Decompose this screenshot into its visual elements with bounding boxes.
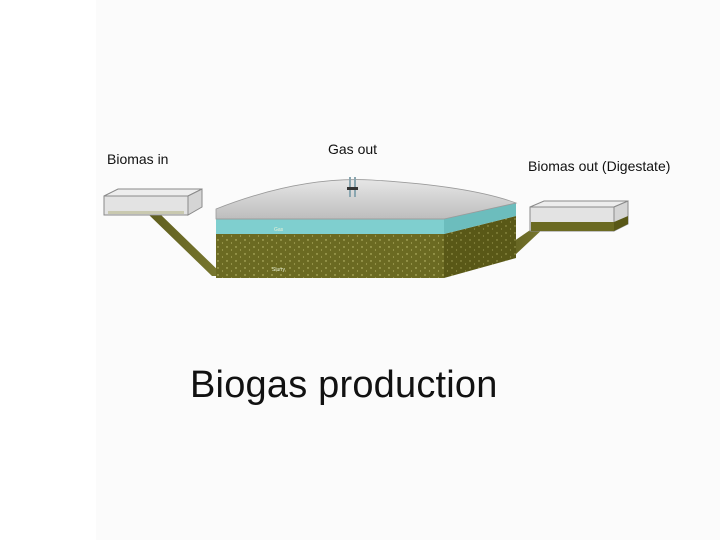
inlet-tank: [103, 188, 203, 216]
slide-title: Biogas production: [190, 364, 498, 406]
gas-valve: [347, 177, 358, 197]
biomass-out-label: Biomas out (Digestate): [528, 158, 671, 174]
gas-layer-label: Gas: [274, 227, 284, 233]
biomass-in-label: Biomas in: [107, 151, 169, 167]
digester-dome: [215, 179, 518, 220]
digester-tank: Gas Slurry: [215, 177, 518, 278]
gas-out-label: Gas out: [328, 141, 378, 157]
inlet-pipe: [148, 214, 224, 276]
slurry-layer-label: Slurry: [272, 267, 286, 273]
outlet-tank: [529, 200, 629, 232]
gas-layer: [216, 219, 444, 234]
